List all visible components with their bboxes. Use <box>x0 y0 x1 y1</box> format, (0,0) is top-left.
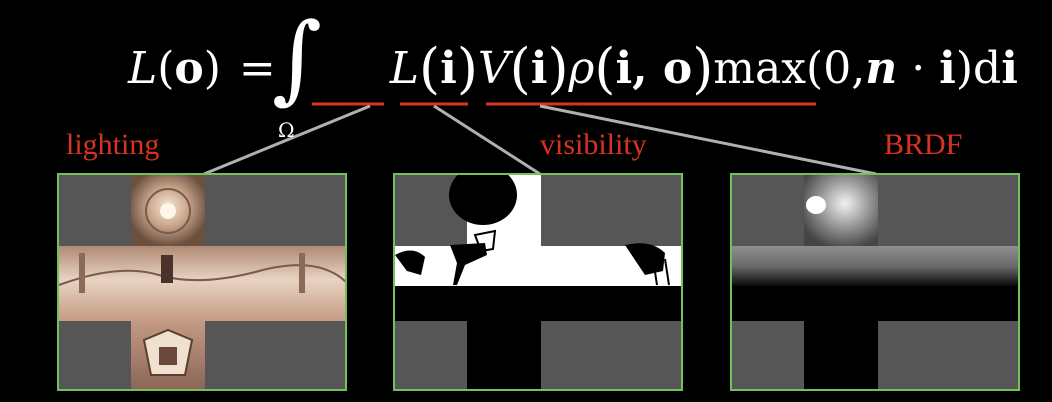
visibility-silhouettes <box>395 175 681 389</box>
brdf-cubemap <box>730 173 1020 391</box>
brdf-args: i, o <box>615 42 693 94</box>
lighting-connector <box>203 104 371 176</box>
lighting-cubemap <box>57 173 347 391</box>
dot-operator: · <box>897 42 940 94</box>
environment-map-image <box>59 175 345 389</box>
integral-sign: ∫ <box>272 2 323 114</box>
lighting-arg: i <box>440 42 457 94</box>
integral-domain: Ω <box>278 118 295 142</box>
visibility-label: visibility <box>540 128 647 161</box>
cosine-arg: i <box>939 42 956 94</box>
differential-i: i <box>1001 42 1018 94</box>
normal-vector: n <box>865 42 898 94</box>
brdf-lobe-image <box>732 175 1018 389</box>
visibility-cubemap <box>393 173 683 391</box>
visibility-term: V <box>477 42 510 94</box>
equals-sign: = <box>238 42 276 94</box>
lhs-function: L <box>128 42 158 94</box>
brdf-label: BRDF <box>884 128 963 161</box>
visibility-connector <box>433 104 541 176</box>
lighting-label: lighting <box>66 128 160 161</box>
lhs-argument: o <box>174 42 204 94</box>
cosine-term: max(0, <box>713 42 866 94</box>
differential-d: )d <box>955 42 1002 94</box>
brdf-connector <box>539 104 877 176</box>
visibility-arg: i <box>530 42 548 94</box>
brdf-term: ρ <box>568 42 595 94</box>
lighting-term: L <box>389 42 420 94</box>
